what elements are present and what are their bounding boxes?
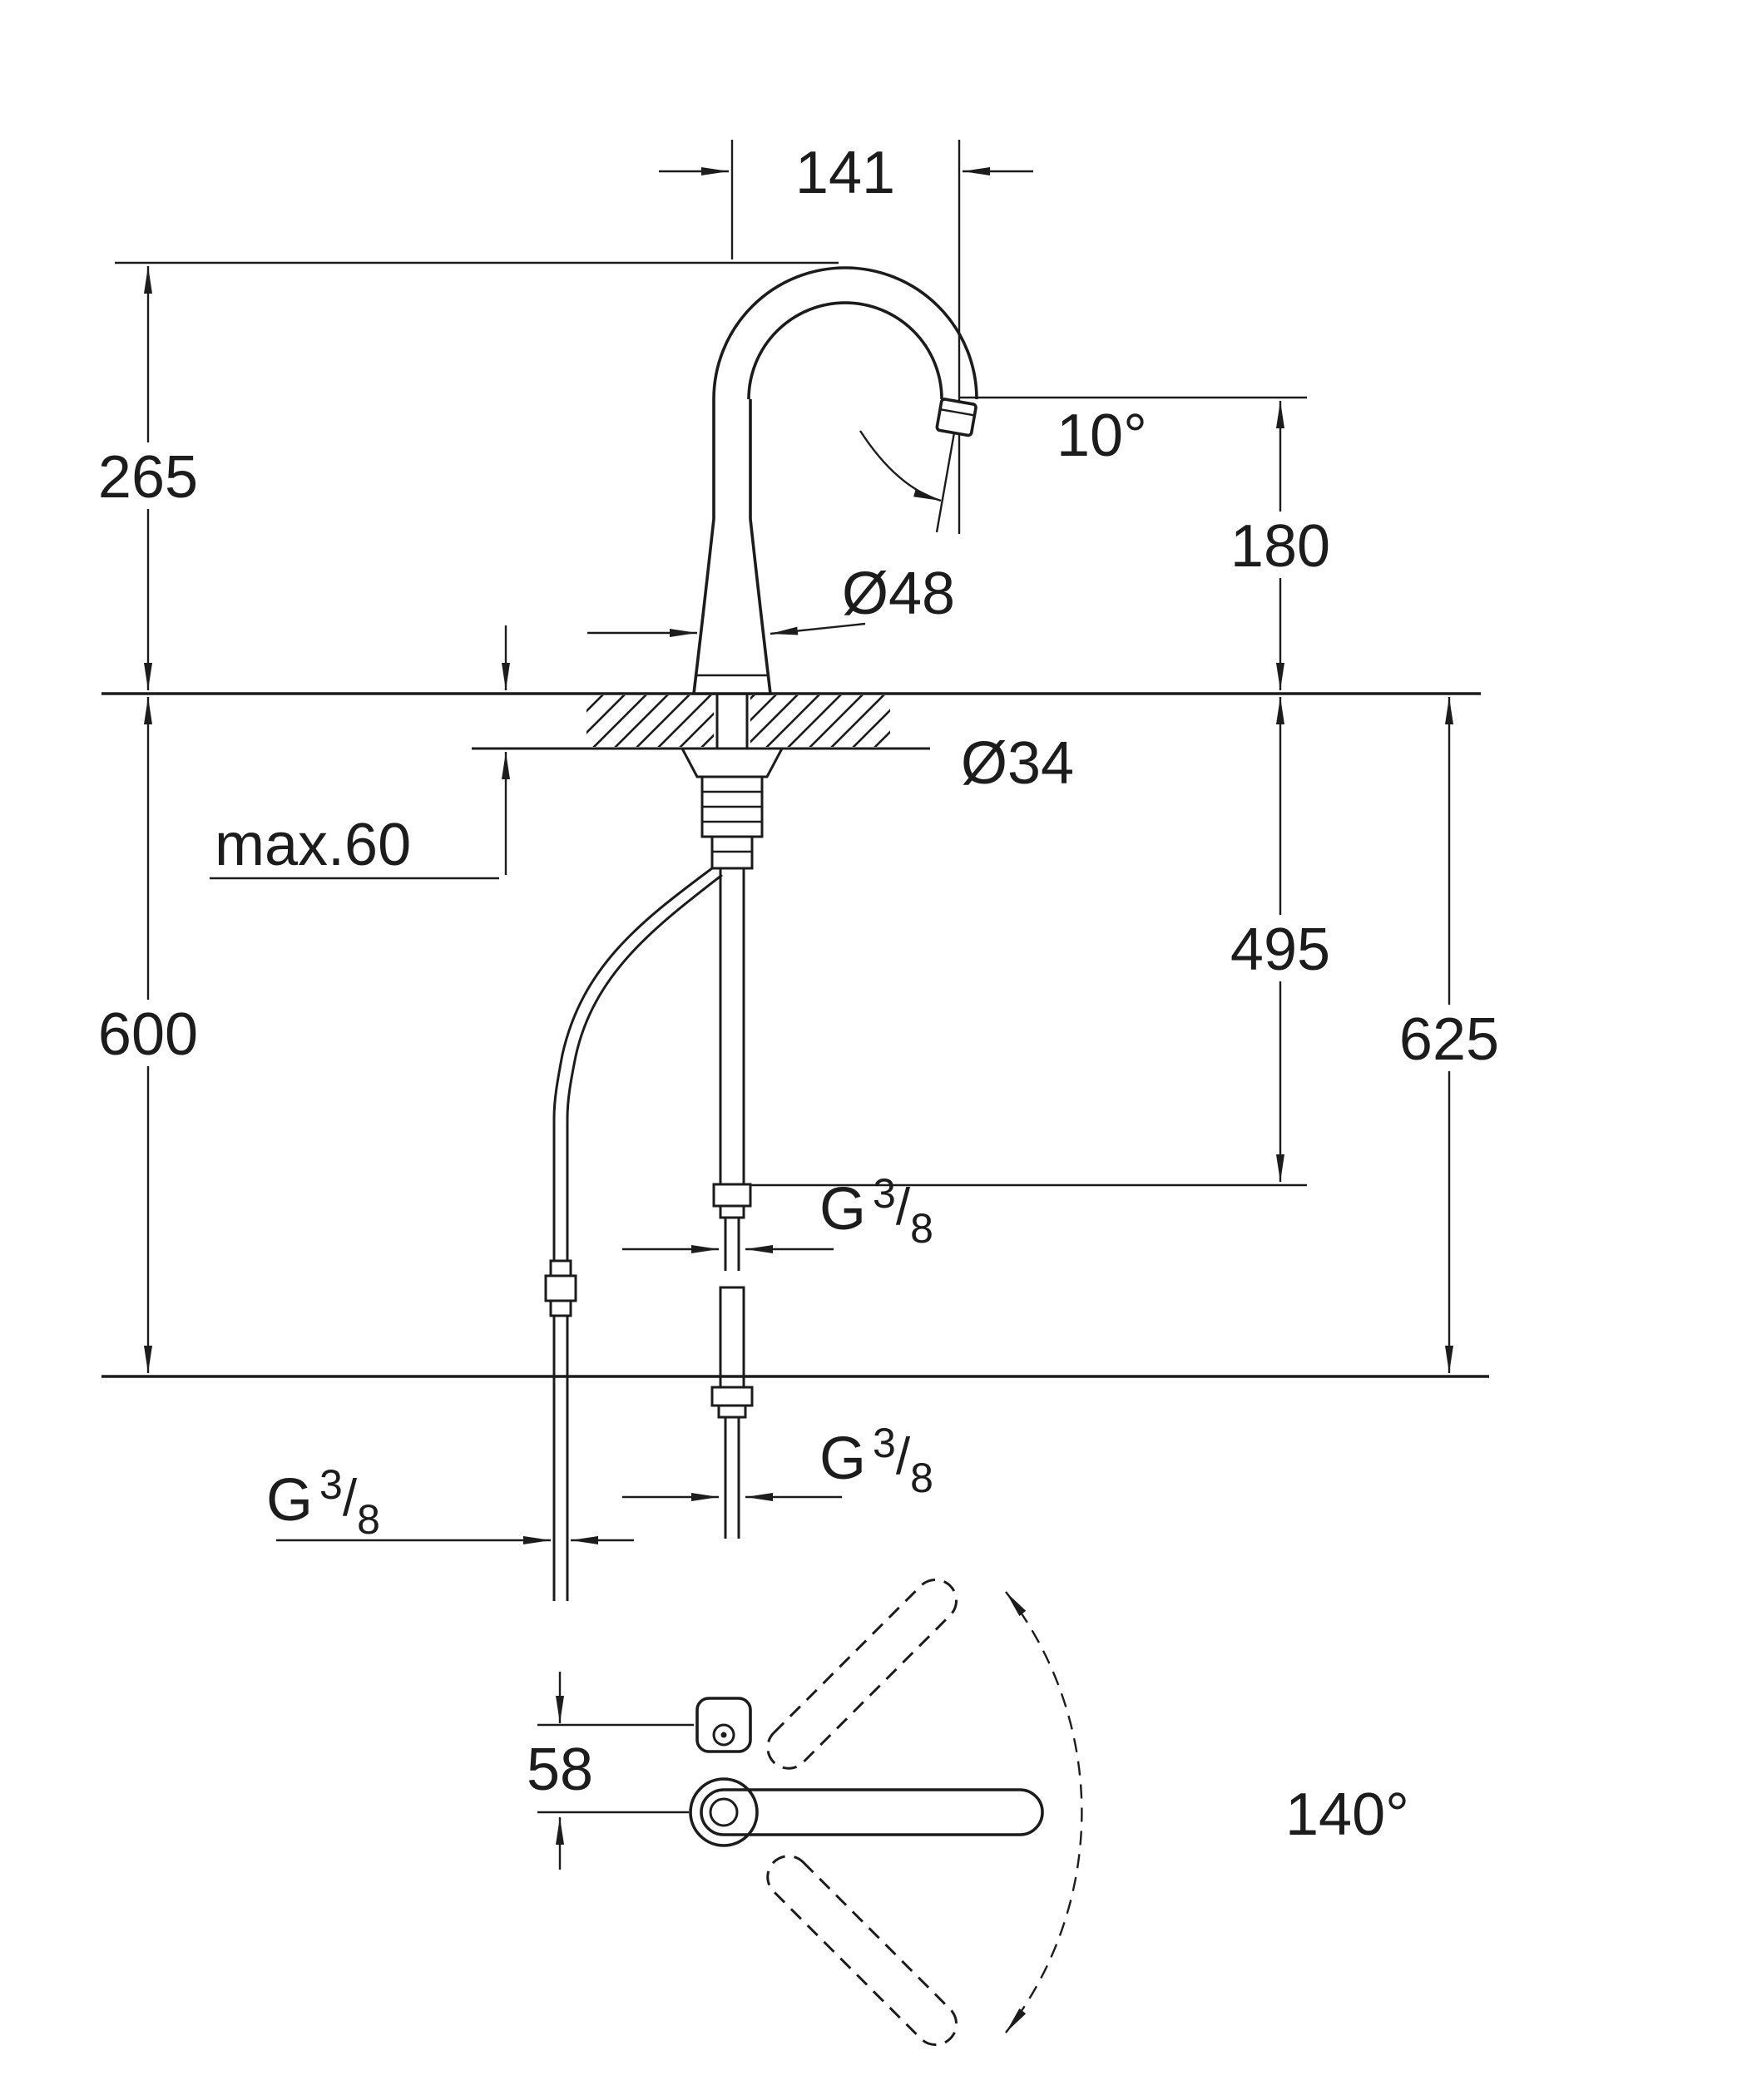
dimension-outlet-height: 180: [1218, 401, 1343, 690]
angle-140-label: 140°: [1285, 1781, 1409, 1848]
dim-141-label: 141: [795, 140, 895, 206]
flexible-hose-lower: [710, 1286, 754, 1539]
handle-pivot: [689, 1777, 759, 1847]
angle-leader-arrow: [859, 430, 942, 502]
counter-hatch-left: [586, 695, 714, 747]
countertop-section: [101, 692, 1481, 750]
flexible-hose-upper: [712, 867, 752, 1271]
left-pipe-fitting: [549, 1259, 572, 1277]
swivel-arc: [1005, 1591, 1083, 2033]
braided-hose-continuation: [719, 1286, 745, 1389]
braided-hose: [719, 867, 745, 1186]
annotation-body-diameter: Ø48: [587, 561, 955, 637]
spout-nozzle: [935, 398, 977, 437]
handle-position-lower-dashed: [766, 1855, 958, 2047]
spout-inner-arc: [747, 301, 943, 400]
dim-180-label: 180: [1230, 513, 1330, 580]
dim-58-label: 58: [527, 1737, 593, 1803]
dimension-right-supply: 625: [1387, 697, 1512, 1373]
counter-hatch-right: [750, 695, 890, 747]
annotation-hole-diameter: Ø34: [961, 730, 1074, 797]
hose-fitting-lower: [710, 1386, 754, 1407]
mounting-flange: [680, 747, 784, 778]
max-60-label: max.60: [215, 812, 411, 878]
dimension-spout-reach: 141: [659, 140, 1033, 206]
spout-outlet-top-view: [712, 1723, 735, 1747]
outlet-center-dot: [720, 1732, 727, 1738]
dim-265-label: 265: [98, 444, 198, 511]
left-supply-pipe: [544, 867, 723, 1601]
dimension-hose-length: 495: [1218, 697, 1343, 1182]
handle-pivot-inner: [709, 1797, 739, 1827]
dim-495-label: 495: [1230, 917, 1330, 983]
annotation-spout-angle: 10°: [859, 403, 1147, 502]
dimension-max-thickness: max.60: [210, 625, 510, 880]
faucet-front-view: [544, 266, 978, 1601]
mounting-shank: [680, 694, 784, 870]
angle-10-label: 10°: [1057, 403, 1147, 469]
dim-625-label: 625: [1399, 1006, 1499, 1073]
lever-handle-top-view: [700, 1788, 1044, 1836]
dia-34-label: Ø34: [961, 730, 1074, 797]
dimension-handle-offset: 58: [527, 1672, 694, 1870]
hose-fitting-upper: [712, 1183, 752, 1208]
handle-position-upper-dashed: [766, 1578, 958, 1770]
spout-outer-arc: [712, 266, 978, 400]
faucet-body: [691, 399, 773, 695]
dimension-left-supply: 600: [86, 697, 210, 1373]
dimension-spout-height: 265: [86, 266, 210, 690]
dim-600-label: 600: [98, 1001, 198, 1068]
reference-lines: [115, 140, 1307, 1187]
top-view: 140° 58: [527, 1578, 1409, 2047]
dia-48-label: Ø48: [842, 561, 955, 627]
